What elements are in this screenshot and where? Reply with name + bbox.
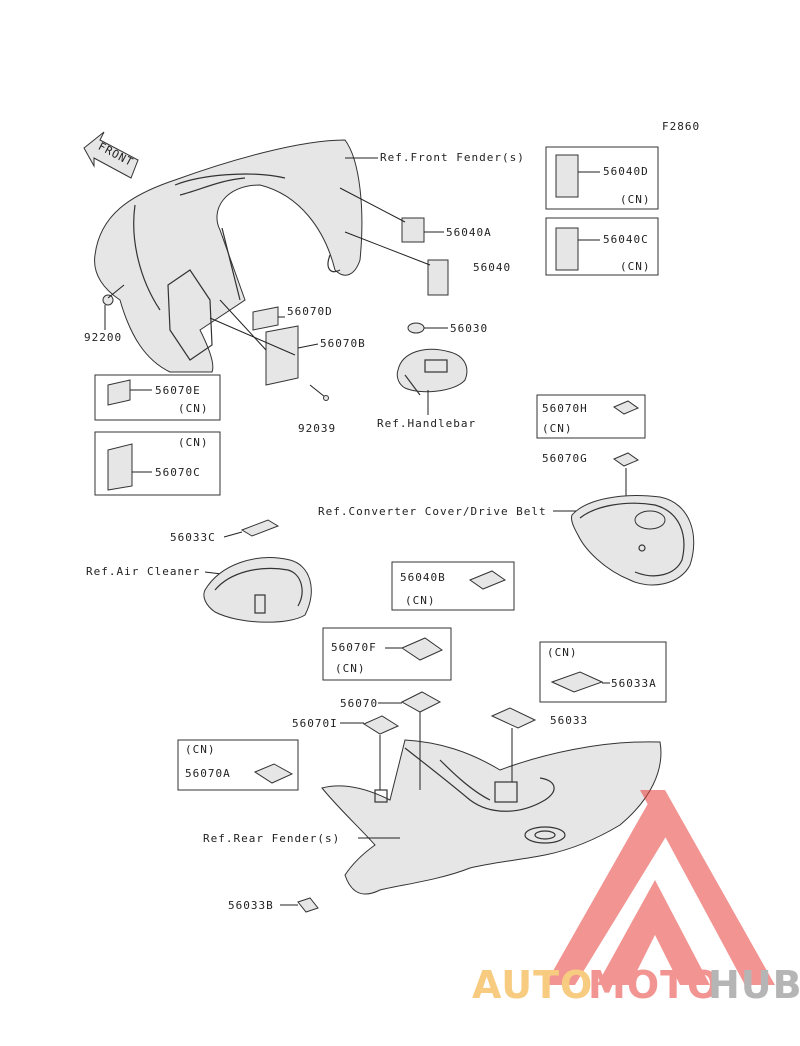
- decal-56040: [427, 259, 449, 296]
- label-92039: 92039: [298, 422, 336, 435]
- label-56040c: 56040C: [603, 233, 649, 246]
- label-ref-converter-cover: Ref.Converter Cover/Drive Belt: [318, 505, 547, 518]
- label-56070f: 56070F: [331, 641, 377, 654]
- decal-56070d: [252, 306, 279, 331]
- label-56033b: 56033B: [228, 899, 274, 912]
- label-56070c: 56070C: [155, 466, 201, 479]
- label-ref-front-fender: Ref.Front Fender(s): [380, 151, 525, 164]
- rear-fender-part: [321, 739, 662, 895]
- box-56070h: [536, 394, 646, 439]
- decal-56070i: [362, 715, 400, 735]
- label-56070e: 56070E: [155, 384, 201, 397]
- decal-56070e: [107, 379, 131, 406]
- decal-56033a: [550, 671, 604, 693]
- label-56070a-cn: (CN): [185, 743, 216, 756]
- box-56040c: [545, 217, 659, 276]
- decal-56030: [407, 322, 425, 334]
- box-56070c: [94, 431, 221, 496]
- decal-56070h: [612, 400, 640, 415]
- decal-56033: [490, 707, 537, 729]
- label-56040: 56040: [473, 261, 511, 274]
- decal-56070f: [400, 637, 444, 661]
- watermark-moto: MOTO: [588, 963, 720, 1007]
- label-ref-rear-fender: Ref.Rear Fender(s): [203, 832, 340, 845]
- label-56040b-cn: (CN): [405, 594, 436, 607]
- decal-56070: [400, 691, 442, 713]
- front-fender-part: [94, 139, 363, 373]
- decal-56040b: [468, 570, 507, 590]
- screw-92039: [323, 395, 329, 401]
- label-56070e-cn: (CN): [178, 402, 209, 415]
- automotohub-watermark-logo: AUTO MOTO HUB: [472, 790, 800, 1007]
- watermark-auto: AUTO: [472, 963, 593, 1007]
- label-56040d: 56040D: [603, 165, 649, 178]
- label-56070c-cn: (CN): [178, 436, 209, 449]
- label-56070: 56070: [340, 697, 378, 710]
- label-56030: 56030: [450, 322, 488, 335]
- figure-id: F2860: [662, 120, 700, 133]
- decal-56040c: [555, 227, 579, 271]
- label-56070b: 56070B: [320, 337, 366, 350]
- box-56033a: [539, 641, 667, 703]
- label-56070g: 56070G: [542, 452, 588, 465]
- label-56070h-cn: (CN): [542, 422, 573, 435]
- converter-cover-part: [571, 495, 695, 586]
- label-56070f-cn: (CN): [335, 662, 366, 675]
- label-ref-handlebar: Ref.Handlebar: [377, 417, 476, 430]
- decal-56040d: [555, 154, 579, 198]
- label-56033a-cn: (CN): [547, 646, 578, 659]
- box-56070f: [322, 627, 452, 681]
- label-ref-air-cleaner: Ref.Air Cleaner: [86, 565, 200, 578]
- label-56040c-cn: (CN): [620, 260, 651, 273]
- label-56040a: 56040A: [446, 226, 492, 239]
- decal-56070g: [612, 452, 640, 467]
- decal-56070c: [107, 443, 133, 491]
- decal-56070b: [265, 325, 299, 386]
- decal-56033b: [297, 897, 319, 913]
- box-56040b: [391, 561, 515, 611]
- label-56033c: 56033C: [170, 531, 216, 544]
- label-92200: 92200: [84, 331, 122, 344]
- decal-56070a: [253, 763, 294, 784]
- label-56070d: 56070D: [287, 305, 333, 318]
- handlebar-cover-part: [396, 348, 468, 396]
- decal-56033c: [240, 519, 280, 537]
- label-56070a: 56070A: [185, 767, 231, 780]
- label-56033: 56033: [550, 714, 588, 727]
- box-56070a: [177, 739, 299, 791]
- grommet-92200: [102, 294, 114, 306]
- label-56040b: 56040B: [400, 571, 446, 584]
- label-56070i: 56070I: [292, 717, 338, 730]
- decal-56040a: [401, 217, 425, 243]
- air-cleaner-cover-part: [203, 557, 312, 623]
- label-56033a: 56033A: [611, 677, 657, 690]
- label-56040d-cn: (CN): [620, 193, 651, 206]
- front-arrow-icon: FRONT: [83, 131, 139, 179]
- watermark-hub: HUB: [708, 963, 800, 1007]
- label-56070h: 56070H: [542, 402, 588, 415]
- box-56070e: [94, 374, 221, 421]
- box-56040d: [545, 146, 659, 210]
